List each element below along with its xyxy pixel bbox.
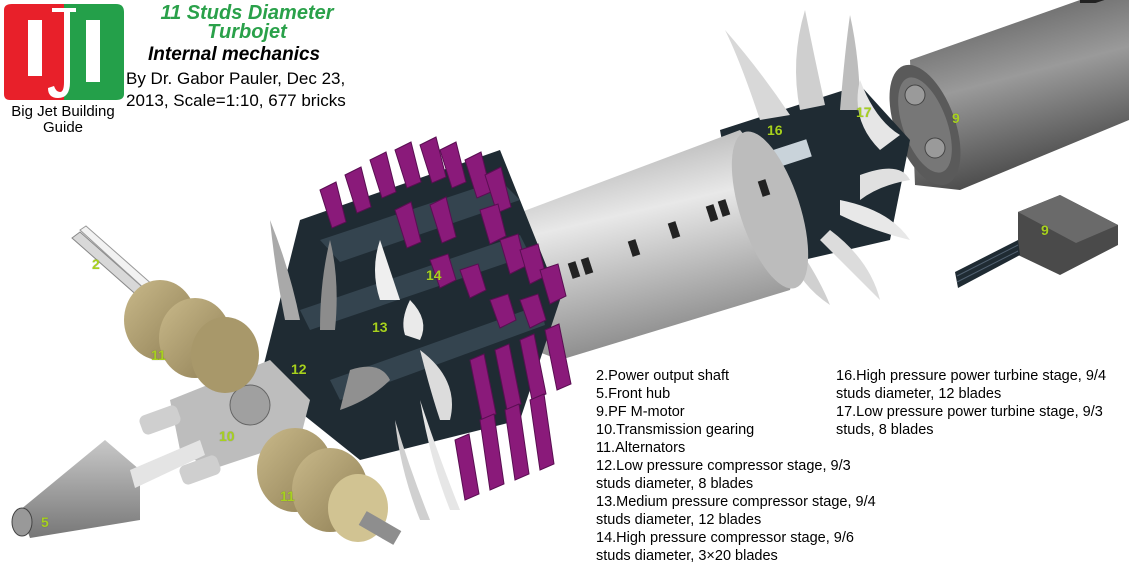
part-label-17: 17 (856, 104, 872, 120)
legend-left: 2.Power output shaft 5.Front hub 9.PF M-… (596, 367, 876, 565)
legend-item: 17.Low pressure power turbine stage, 9/3 (836, 404, 1103, 420)
part-label-16: 16 (767, 122, 783, 138)
high-pressure-blades (319, 136, 572, 501)
legend-item: studs diameter, 3×20 blades (596, 548, 778, 564)
legend-item: 16.High pressure power turbine stage, 9/… (836, 368, 1107, 384)
title-line2: Turbojet (207, 21, 287, 43)
alternator-upper (124, 280, 259, 393)
bjb-logo (2, 2, 126, 102)
legend-right: 16.High pressure power turbine stage, 9/… (836, 367, 1106, 439)
legend-item: studs diameter, 12 blades (836, 386, 1002, 402)
legend-item: 9.PF M-motor (596, 404, 685, 420)
byline: By Dr. Gabor Pauler, Dec 23, 2013, Scale… (126, 69, 346, 110)
legend-item: 13.Medium pressure compressor stage, 9/4 (596, 494, 876, 510)
part-label-5: 5 (41, 514, 49, 530)
part-label-9-motor: 9 (952, 110, 960, 126)
legend-item: 11.Alternators (596, 440, 686, 456)
alternator-lower (257, 428, 402, 545)
pf-m-motor (889, 0, 1129, 190)
legend-item: 10.Transmission gearing (596, 422, 755, 438)
logo-caption-line2: Guide (42, 119, 84, 136)
legend-item: 12.Low pressure compressor stage, 9/3 (596, 458, 851, 474)
part-label-9-connector: 9 (1041, 222, 1049, 238)
part-label-11-upper: 11 (151, 347, 166, 363)
subtitle: Internal mechanics (148, 44, 321, 65)
logo-caption-line1: Big Jet Building (11, 103, 115, 120)
pf-connector (955, 195, 1118, 288)
part-label-2: 2 (92, 256, 100, 272)
part-label-10: 10 (219, 428, 235, 444)
logo-caption: Big Jet Building Guide (0, 104, 126, 136)
legend-item: studs diameter, 12 blades (596, 512, 762, 528)
legend-item: 14.High pressure compressor stage, 9/6 (596, 530, 854, 546)
part-label-14: 14 (426, 267, 442, 283)
title-line1: 11 Studs Diameter (160, 2, 334, 24)
legend-item: studs, 8 blades (836, 422, 934, 438)
low-medium-pressure-blades (270, 220, 460, 520)
front-hub (11, 440, 205, 538)
legend-item: studs diameter, 8 blades (596, 476, 754, 492)
engine-casing (500, 130, 809, 360)
legend-item: 5.Front hub (596, 386, 671, 402)
part-label-11-lower: 11 (280, 488, 295, 504)
legend-item: 2.Power output shaft (596, 368, 729, 384)
part-label-13: 13 (372, 319, 388, 335)
part-label-12: 12 (291, 361, 307, 377)
